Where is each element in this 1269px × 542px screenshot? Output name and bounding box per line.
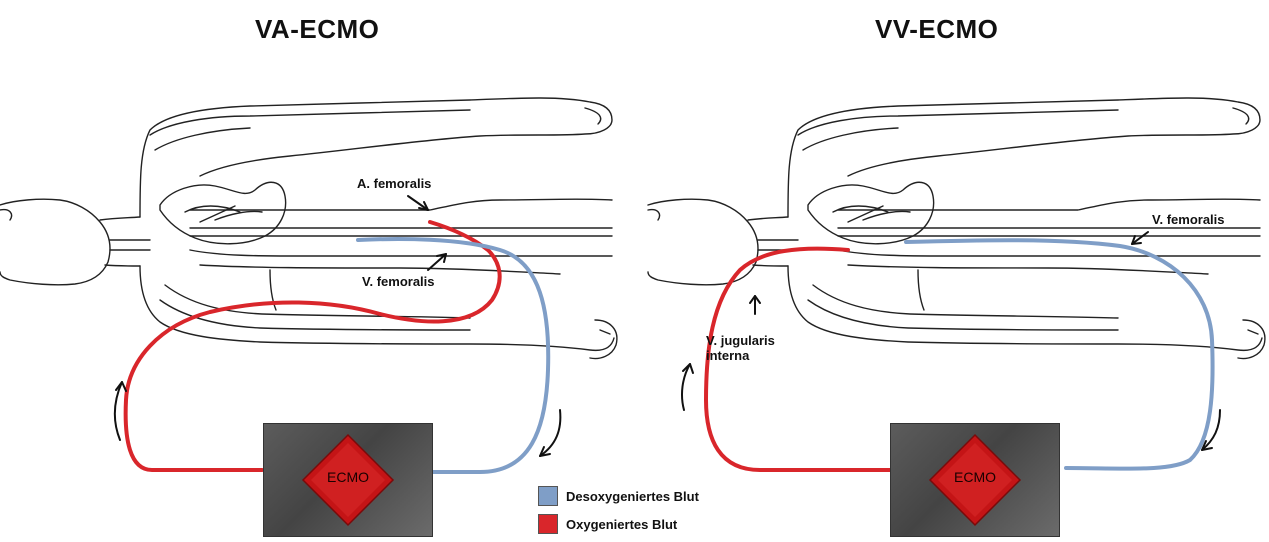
legend-label-oxygenated: Oxygeniertes Blut <box>566 517 677 532</box>
vv-body-outline <box>648 98 1265 358</box>
legend-item-deoxygenated: Desoxygeniertes Blut <box>538 486 699 506</box>
vv-label-jugular-vein: V. jugularis interna <box>706 333 775 363</box>
legend-swatch-deoxygenated <box>538 486 558 506</box>
legend-item-oxygenated: Oxygeniertes Blut <box>538 514 699 534</box>
vv-ecmo-device: ECMO <box>890 423 1060 537</box>
va-body-outline <box>0 98 617 358</box>
va-label-artery: A. femoralis <box>357 176 431 191</box>
vv-ecmo-label: ECMO <box>891 469 1059 485</box>
vv-label-jugular-line1: V. jugularis <box>706 333 775 348</box>
va-ecmo-device: ECMO <box>263 423 433 537</box>
legend: Desoxygeniertes Blut Oxygeniertes Blut <box>538 486 699 542</box>
va-ecmo-label: ECMO <box>264 469 432 485</box>
vv-label-jugular-line2: interna <box>706 348 775 363</box>
va-label-vein: V. femoralis <box>362 274 435 289</box>
va-flow-arrows <box>115 196 560 456</box>
vv-label-femoral-vein: V. femoralis <box>1152 212 1225 227</box>
legend-label-deoxygenated: Desoxygeniertes Blut <box>566 489 699 504</box>
legend-swatch-oxygenated <box>538 514 558 534</box>
